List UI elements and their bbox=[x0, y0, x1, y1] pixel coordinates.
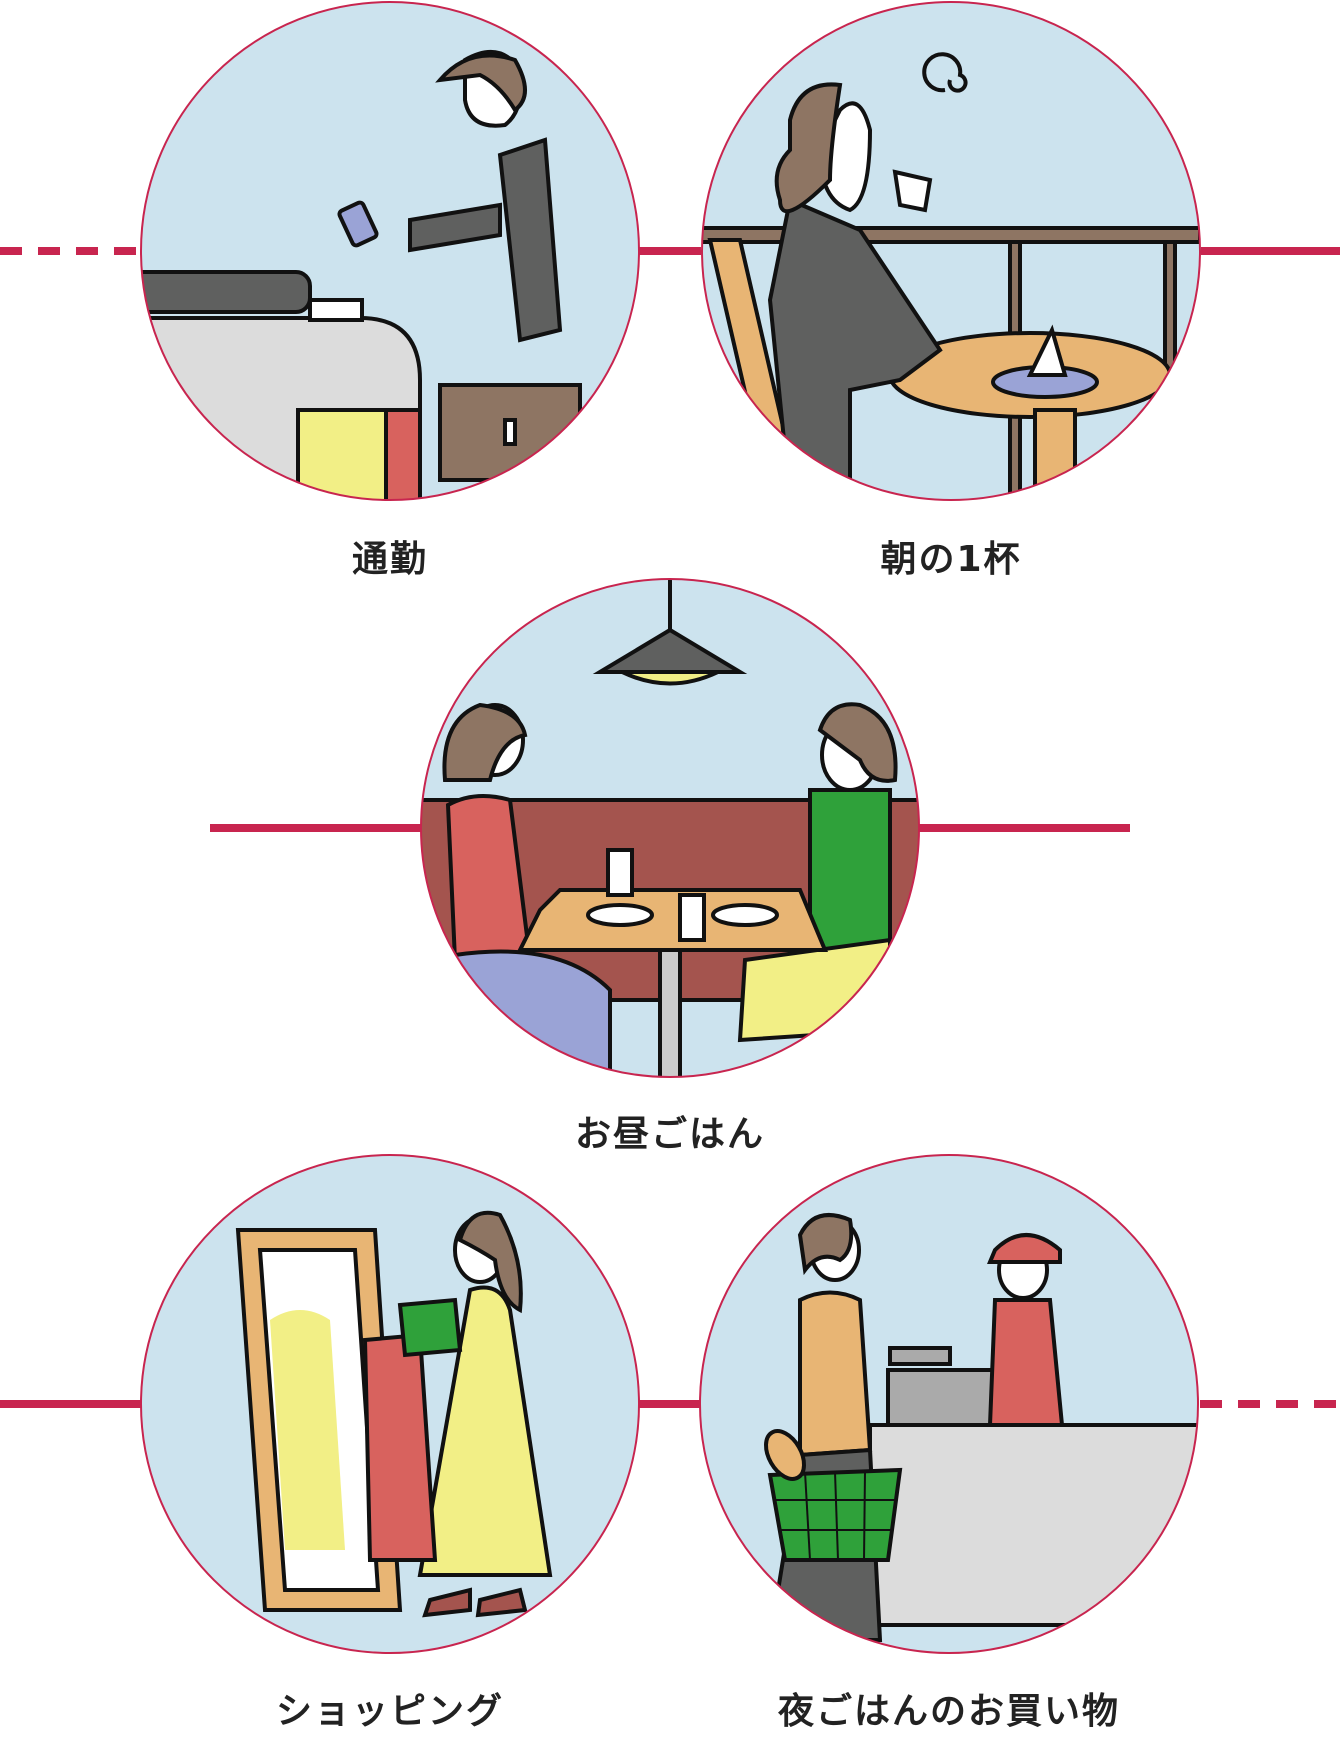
scene-label-morning-coffee: 朝の1杯 bbox=[880, 539, 1022, 580]
lunch-illustration bbox=[420, 578, 920, 1078]
scene-label-commute: 通勤 bbox=[351, 539, 429, 580]
morning-coffee-illustration bbox=[701, 1, 1201, 501]
scene-label-shopping: ショッピング bbox=[275, 1691, 505, 1732]
shopping-illustration bbox=[140, 1154, 640, 1654]
grocery-shopping-illustration bbox=[699, 1154, 1199, 1654]
commuter-ticket-gate-illustration bbox=[140, 1, 640, 501]
timeline-lines bbox=[0, 247, 1340, 1408]
scene-label-lunch: お昼ごはん bbox=[574, 1114, 766, 1155]
scene-label-dinner-shopping: 夜ごはんのお買い物 bbox=[777, 1691, 1121, 1732]
